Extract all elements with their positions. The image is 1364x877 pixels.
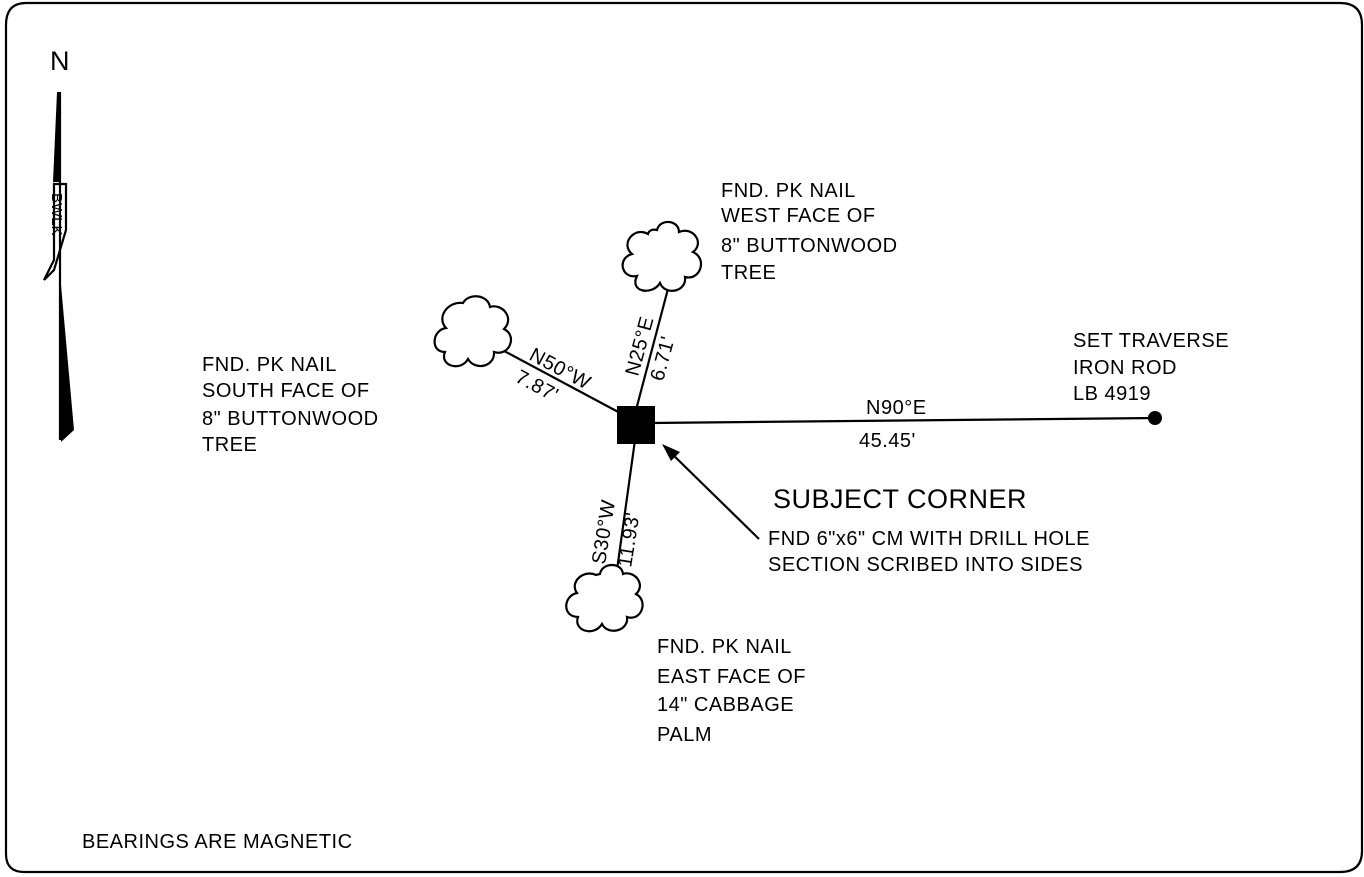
subject-corner-title: SUBJECT CORNER	[773, 484, 1027, 514]
note-south-face: FND. PK NAIL SOUTH FACE OF 8" BUTTONWOOD…	[202, 354, 379, 456]
note-east-face: FND. PK NAIL EAST FACE OF 14" CABBAGE PA…	[657, 636, 806, 746]
note-traverse: SET TRAVERSE IRON ROD LB 4919	[1073, 330, 1229, 405]
tree-symbol-east-face	[565, 563, 644, 633]
distance-n90e: 45.45'	[859, 430, 916, 452]
svg-text:PALM: PALM	[657, 724, 712, 746]
bwlk-tag: BWLK	[48, 193, 65, 236]
tree-symbol-south-face	[433, 295, 513, 368]
north-arrow: N BWLK	[43, 46, 74, 442]
svg-text:EAST FACE OF: EAST FACE OF	[657, 666, 806, 688]
svg-text:FND. PK NAIL: FND. PK NAIL	[721, 180, 856, 202]
tie-line-n90e	[649, 416, 1154, 425]
distance-s30w: 11.93'	[614, 511, 644, 569]
leader-line	[666, 448, 760, 540]
north-label: N	[50, 46, 70, 76]
north-arrow-lower-half	[61, 285, 74, 442]
svg-text:IRON ROD: IRON ROD	[1073, 357, 1177, 379]
subject-corner-monument	[617, 406, 655, 444]
svg-text:TREE: TREE	[721, 262, 776, 284]
svg-text:SECTION SCRIBED INTO SIDES: SECTION SCRIBED INTO SIDES	[768, 554, 1083, 576]
svg-text:LB 4919: LB 4919	[1073, 383, 1151, 405]
traverse-iron-rod	[1148, 411, 1162, 425]
svg-text:FND. PK NAIL: FND. PK NAIL	[657, 636, 792, 658]
svg-text:TREE: TREE	[202, 434, 257, 456]
svg-text:SET TRAVERSE: SET TRAVERSE	[1073, 330, 1229, 352]
tree-symbol-west-face	[621, 220, 703, 292]
svg-text:FND. PK NAIL: FND. PK NAIL	[202, 354, 337, 376]
sheet-border	[4, 1, 1364, 874]
leader-arrowhead	[662, 444, 680, 461]
svg-text:WEST FACE OF: WEST FACE OF	[721, 205, 876, 227]
tie-line-n25e	[634, 284, 671, 411]
bearing-n90e: N90°E	[866, 397, 927, 419]
svg-text:FND 6"x6" CM WITH DRILL HOLE: FND 6"x6" CM WITH DRILL HOLE	[768, 528, 1090, 550]
svg-text:8" BUTTONWOOD: 8" BUTTONWOOD	[721, 235, 898, 257]
north-arrow-upper-half	[53, 92, 60, 182]
note-west-face: FND. PK NAIL WEST FACE OF 8" BUTTONWOOD …	[721, 180, 898, 284]
svg-text:14" CABBAGE: 14" CABBAGE	[657, 694, 794, 716]
footer-note: BEARINGS ARE MAGNETIC	[82, 831, 353, 853]
svg-text:SOUTH FACE OF: SOUTH FACE OF	[202, 380, 370, 402]
svg-text:8" BUTTONWOOD: 8" BUTTONWOOD	[202, 408, 379, 430]
subject-corner-note: SUBJECT CORNER FND 6"x6" CM WITH DRILL H…	[768, 484, 1090, 576]
bwlk-tag-box	[43, 182, 68, 281]
